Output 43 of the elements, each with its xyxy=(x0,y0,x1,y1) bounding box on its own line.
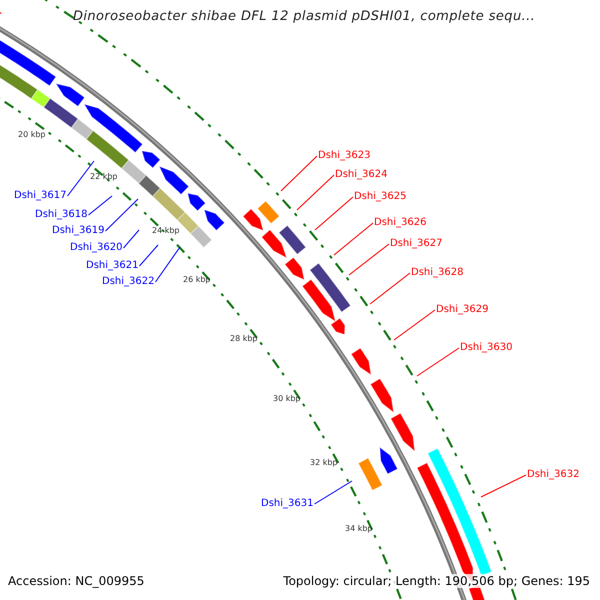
leader-line xyxy=(280,156,318,192)
leader-line xyxy=(416,348,460,376)
gene-label: Dshi_3621 xyxy=(86,260,138,272)
gene-label: Dshi_3629 xyxy=(436,304,488,316)
scale-label: 32 kbp xyxy=(310,458,338,468)
leader-line xyxy=(88,196,112,216)
gene-label: Dshi_3619 xyxy=(52,225,104,237)
leader-line xyxy=(370,272,410,304)
scale-label: 28 kbp xyxy=(230,334,258,344)
leader-line xyxy=(122,230,140,248)
leader-line xyxy=(66,160,94,196)
footer-text: Topology: circular; Length: 190,506 bp; Genes: 195 xyxy=(283,574,590,588)
scale-label: 22 kbp xyxy=(90,172,118,182)
gene-label: Dshi_3618 xyxy=(35,209,88,221)
leader-line xyxy=(314,480,352,504)
leader-line xyxy=(138,244,158,266)
gene-label: Dshi_3623 xyxy=(318,150,370,162)
leader-line xyxy=(394,310,436,340)
scale-label: 24 kbp xyxy=(152,226,180,236)
gene-label: Dshi_3626 xyxy=(374,217,426,229)
gene-label: Dshi_3628 xyxy=(411,267,464,279)
gene-label: Dshi_3632 xyxy=(527,469,580,481)
gene-label: Dshi_3620 xyxy=(70,242,122,254)
scale-label: 34 kbp xyxy=(345,524,373,534)
gene-label: Dshi_3627 xyxy=(390,238,442,250)
map-title: Dinoroseobacter shibae DFL 12 plasmid pDSHI01, complete sequ... xyxy=(73,9,536,24)
gene-label: Dshi_3631 xyxy=(261,498,314,510)
gene-label: Dshi_3625 xyxy=(354,191,406,203)
leader-line xyxy=(348,244,390,276)
leader-line xyxy=(334,222,374,256)
gene-label: Dshi_3630 xyxy=(460,342,512,354)
gene-label: Dshi_3617 xyxy=(14,190,66,202)
scale-label: 30 kbp xyxy=(273,394,301,404)
scale-label: 26 kbp xyxy=(183,275,211,285)
leader-line xyxy=(480,474,526,498)
footer-text: Accession: NC_009955 xyxy=(8,574,144,588)
leader-line xyxy=(296,174,334,210)
leader-line xyxy=(104,198,138,232)
leader-line xyxy=(314,196,354,230)
leader-line xyxy=(154,246,180,282)
gene-label: Dshi_3624 xyxy=(335,169,388,181)
gene-label: Dshi_3622 xyxy=(102,276,154,288)
scale-label: 20 kbp xyxy=(18,130,46,140)
